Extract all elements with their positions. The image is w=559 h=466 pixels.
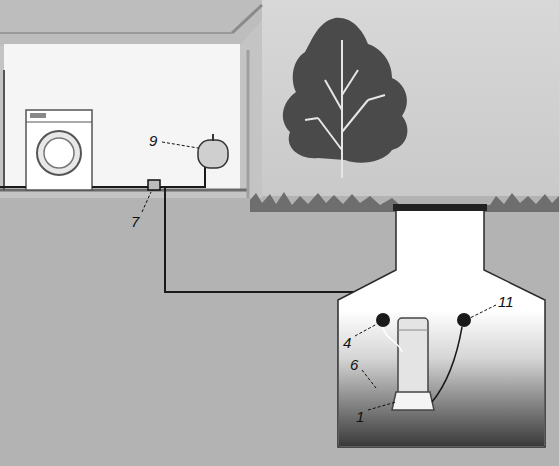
callout-number: 7 [131, 213, 139, 230]
washing-machine [26, 110, 92, 190]
grass [250, 192, 559, 212]
callout-label: 4 [343, 334, 351, 352]
callout-label: 6 [350, 356, 358, 374]
callout-label: 1 [356, 408, 364, 426]
callout-label: 11 [498, 293, 514, 311]
callout-number: 11 [498, 293, 514, 310]
callout-number: 4 [343, 334, 351, 351]
tank [338, 204, 545, 447]
callout-number: 6 [350, 356, 358, 373]
callout-label: 7 [131, 213, 139, 231]
callout-label: 9 [149, 132, 157, 150]
ground [0, 196, 559, 466]
house [0, 0, 262, 198]
leader-line [142, 142, 496, 410]
level-sensor [432, 313, 471, 402]
control-unit [148, 180, 160, 190]
pressure-vessel [198, 134, 228, 168]
tree [283, 18, 408, 178]
callout-number: 9 [149, 132, 157, 149]
pump [392, 318, 434, 410]
float-switch [376, 313, 402, 352]
callout-number: 1 [356, 408, 364, 425]
sky [0, 0, 559, 200]
